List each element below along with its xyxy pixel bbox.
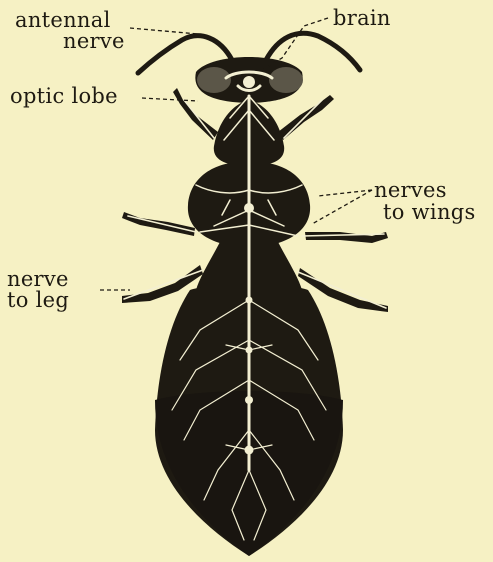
leader-antennal-nerve [130,28,198,34]
label-to-leg: to leg [7,290,69,310]
label-antennal: antennal [15,10,111,30]
ganglion-abdomen-2 [246,347,253,354]
label-nerve: nerve [7,269,69,289]
middle-left-leg [122,212,195,236]
ganglion-abdomen-1 [246,297,253,304]
label-brain: brain [333,8,391,28]
label-optic-lobe: optic lobe [10,86,118,106]
right-compound-eye [269,67,303,93]
ganglion-brain [243,76,255,88]
ganglion-thorax [244,203,254,213]
label-to-wings: to wings [383,202,476,222]
ganglion-abdomen-4 [245,446,254,455]
ganglion-abdomen-3 [245,396,253,404]
label-antennal-nerve: nerve [63,31,125,51]
label-nerves: nerves [374,180,447,200]
front-right-leg [278,95,334,140]
left-compound-eye [197,67,231,93]
leader-nerves-to-wings [312,190,372,224]
leader-optic-lobe [142,98,198,101]
